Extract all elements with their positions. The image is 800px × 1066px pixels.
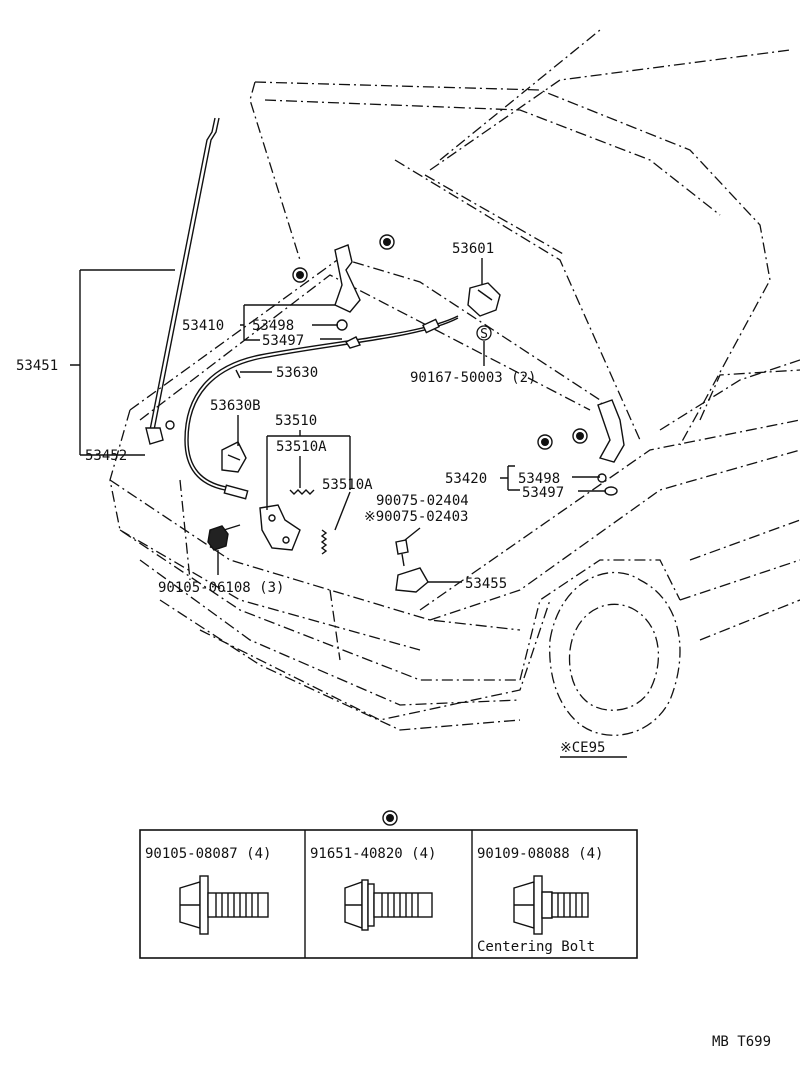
hood-support-rod	[145, 117, 220, 445]
callout-53510a: 53510A	[322, 477, 373, 493]
callout-53510: 53510	[275, 413, 317, 429]
hood-lock-bolt	[207, 524, 241, 551]
hood-lock-assembly	[259, 504, 301, 551]
hood-lock-cover	[467, 282, 501, 317]
svg-text:S: S	[480, 327, 488, 342]
callout-53497: 53497	[262, 333, 304, 349]
fastener-table: 90105-08087 (4) 91651-40820 (4) 90109-08…	[139, 829, 638, 959]
callout-53455: 53455	[465, 576, 507, 592]
fastener-part-number: 91651-40820 (4)	[310, 846, 436, 862]
fastener-part-number: 90109-08088 (4)	[477, 846, 603, 862]
callout-53452: 53452	[85, 448, 127, 464]
callout-53510a: 53510A	[276, 439, 327, 455]
springs	[289, 489, 328, 555]
callout-53601: 53601	[452, 241, 494, 257]
callout-53410: 53410	[182, 318, 224, 334]
callout-90105: 90105-06108 (3)	[158, 580, 284, 596]
callout-90075: ※90075-02403	[364, 509, 468, 525]
vehicle-outline	[109, 29, 800, 736]
callout-53497: 53497	[522, 485, 564, 501]
fastener-part-number: 90105-08087 (4)	[145, 846, 271, 862]
callout-labels: 53451 53452 53410 53498 53497 53630 5363…	[16, 241, 564, 596]
callout-53451: 53451	[16, 358, 58, 374]
bolt-marker	[572, 428, 588, 444]
hood-hinge-left	[334, 244, 361, 349]
callout-90167: 90167-50003 (2)	[410, 370, 536, 386]
flange-bolt-icon	[179, 875, 269, 935]
centering-bolt-icon	[513, 875, 589, 935]
callout-53498: 53498	[518, 471, 560, 487]
bolt-marker	[379, 234, 395, 250]
callout-53498: 53498	[252, 318, 294, 334]
model-note: ※CE95	[560, 740, 627, 758]
callout-53630: 53630	[276, 365, 318, 381]
bolt-marker	[382, 810, 398, 826]
bolt-marker	[292, 267, 308, 283]
svg-text:※CE95: ※CE95	[560, 740, 605, 756]
striker	[395, 539, 429, 593]
s-marker: S	[476, 325, 492, 342]
leader-lines	[70, 258, 606, 583]
page-code: MB T699	[712, 1034, 771, 1050]
bolt-marker	[537, 434, 553, 450]
callout-90075: 90075-02404	[376, 493, 469, 509]
washer-bolt-icon	[344, 879, 433, 931]
callout-53420: 53420	[445, 471, 487, 487]
fastener-caption: Centering Bolt	[477, 939, 595, 955]
hood-lock-cable	[184, 315, 459, 500]
hood-hinge-right	[597, 399, 625, 496]
cable-clamp	[221, 441, 247, 473]
callout-53630b: 53630B	[210, 398, 261, 414]
